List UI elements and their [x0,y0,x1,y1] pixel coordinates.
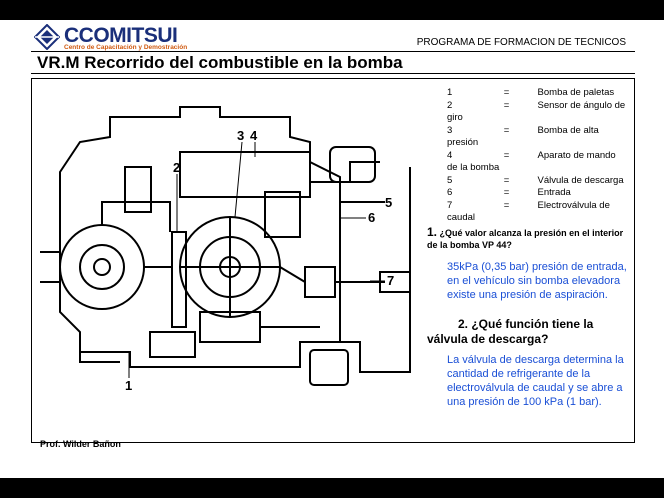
company-logo: CCOMITSUI Centro de Capacitación y Demos… [34,24,188,54]
drive-shaft [40,251,61,283]
high-pressure-pump [264,191,301,238]
vane-pump-inner [79,244,125,290]
header-divider [31,51,635,52]
component-legend: 1=Bomba de paletas 2=Sensor de ángulo de… [447,87,637,225]
callout-7: 7 [387,273,394,288]
author-footer: Prof. Wilder Bañon [40,439,121,449]
question-1: 1. ¿Qué valor alcanza la presión en el i… [427,226,632,251]
question-2-line-1: 2. ¿Qué función tiene la [458,317,594,331]
callout-2: 2 [173,160,180,175]
legend-item: 7=Electroválvula de [447,199,610,211]
program-title: PROGRAMA DE FORMACION DE TECNICOS [416,37,626,48]
logo-mark-icon [34,24,60,50]
angle-sensor [171,231,187,328]
question-2: 2. ¿Qué función tiene la válvula de desc… [427,317,632,347]
inlet-fitting [329,146,376,183]
answer-1: 35kPa (0,35 bar) presión de entrada, en … [447,261,627,301]
legend-item-continuation: giro [447,112,463,123]
control-unit [179,151,311,198]
answer-2: La válvula de descarga determina la cant… [447,354,624,408]
question-1-text: ¿Qué valor alcanza la presión en el inte… [427,228,624,250]
callout-6: 6 [368,210,375,225]
callout-5: 5 [385,195,392,210]
legend-item: 4=Aparato de mando [447,149,616,161]
legend-item: 2=Sensor de ángulo de [447,99,626,111]
content-frame [31,78,635,443]
callout-1: 1 [125,378,132,393]
title-divider [31,73,635,74]
callout-4: 4 [250,128,258,143]
callout-3: 3 [237,128,244,143]
legend-item: 6=Entrada [447,187,571,198]
solenoid-valve [304,266,336,298]
legend-item-continuation: presión [447,137,479,148]
pump-diagram: 1 2 3 4 5 6 7 [40,106,411,393]
vane-pump-outer [59,224,145,310]
discharge-valve [309,349,349,386]
question-1-number: 1. [427,225,438,239]
logo-name: CCOMITSUI [64,24,178,47]
legend-item: 3=Bomba de alta [447,124,599,136]
slide: CCOMITSUI Centro de Capacitación y Demos… [0,20,664,478]
legend-item: 5=Válvula de descarga [447,174,624,186]
legend-item-continuation: caudal [447,212,475,223]
question-2-line-2: válvula de descarga? [427,332,549,346]
page-title: VR.M Recorrido del combustible en la bom… [37,53,403,72]
legend-item: 1=Bomba de paletas [447,87,615,98]
legend-item-continuation: de la bomba [447,162,500,173]
logo-subtitle: Centro de Capacitación y Demostración [64,44,188,51]
